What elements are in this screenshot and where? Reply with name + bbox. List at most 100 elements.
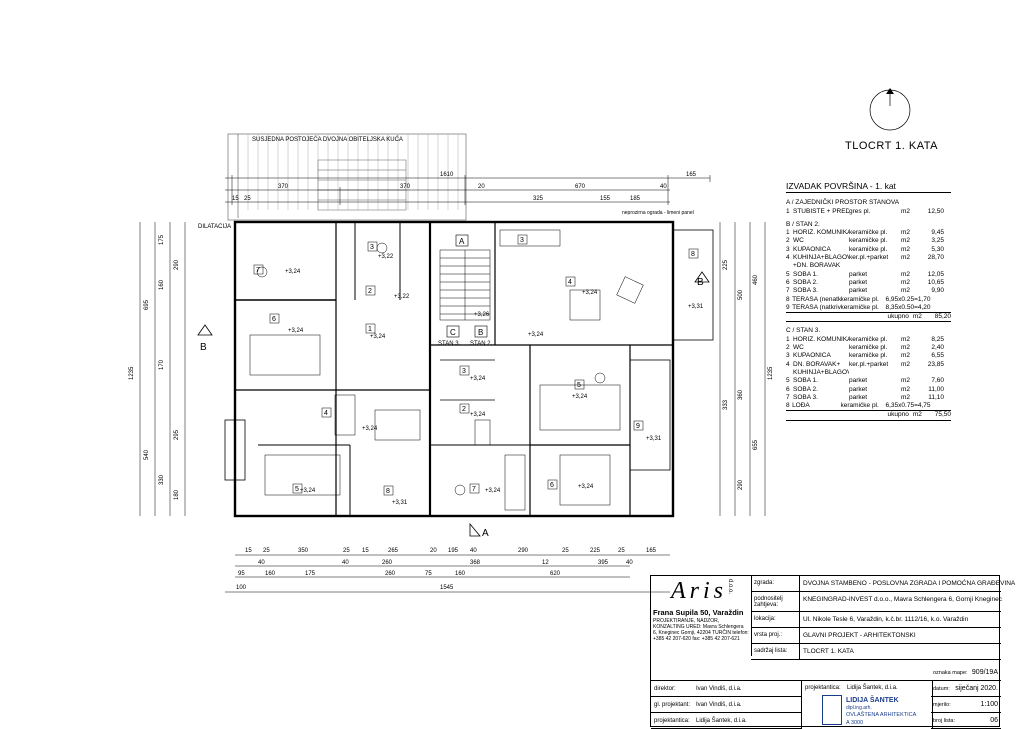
svg-text:+3,24: +3,24 xyxy=(370,334,386,340)
neighbour-label: SUSJEDNA POSTOJEĆA DVOJNA OBITELJSKA KUĆ… xyxy=(252,136,403,143)
schedule-section-title: B / STAN 2. xyxy=(786,220,820,228)
svg-text:25: 25 xyxy=(244,196,251,202)
svg-text:A: A xyxy=(482,528,489,539)
svg-text:2: 2 xyxy=(368,288,372,295)
svg-text:295: 295 xyxy=(174,429,180,440)
svg-text:12: 12 xyxy=(542,560,549,566)
svg-text:40: 40 xyxy=(342,560,349,566)
svg-text:6: 6 xyxy=(272,316,276,323)
svg-text:3: 3 xyxy=(370,244,374,251)
svg-text:+3,24: +3,24 xyxy=(300,488,316,494)
svg-text:40: 40 xyxy=(258,560,265,566)
svg-text:+3,24: +3,24 xyxy=(582,290,598,296)
svg-text:B: B xyxy=(478,328,483,337)
svg-text:100: 100 xyxy=(236,585,247,591)
dilatation-label: DILATACIJA xyxy=(198,224,231,230)
svg-text:+3,26: +3,26 xyxy=(474,312,490,318)
north-arrow-icon xyxy=(869,88,911,131)
svg-text:175: 175 xyxy=(159,234,165,245)
title-field: lokacija:Ul. Nikole Tesle 6, Varaždin, k… xyxy=(751,612,1001,628)
left-total: 1235 xyxy=(129,366,135,380)
svg-text:+3,31: +3,31 xyxy=(646,436,662,442)
svg-text:15: 15 xyxy=(362,548,369,554)
svg-text:175: 175 xyxy=(305,571,316,577)
company-logo: Aris d.o.o. Frana Supila 50, Varaždin PR… xyxy=(651,576,752,656)
stair-label-2: STAN 2. xyxy=(470,341,493,347)
svg-text:395: 395 xyxy=(598,560,609,566)
svg-text:3: 3 xyxy=(462,368,466,375)
svg-text:160: 160 xyxy=(265,571,276,577)
svg-text:95: 95 xyxy=(238,571,245,577)
company-details: PROJEKTIRANJE, NADZOR, KONZALTING URED: … xyxy=(653,618,749,642)
svg-text:20: 20 xyxy=(478,184,485,190)
svg-text:+3,24: +3,24 xyxy=(528,332,544,338)
svg-text:B: B xyxy=(200,342,207,353)
svg-text:+3,24: +3,24 xyxy=(285,269,301,275)
svg-text:+3,24: +3,24 xyxy=(578,484,594,490)
svg-text:20: 20 xyxy=(430,548,437,554)
svg-text:350: 350 xyxy=(298,548,309,554)
staircase xyxy=(439,249,491,321)
svg-text:+3,24: +3,24 xyxy=(485,488,501,494)
left-dimensions xyxy=(139,222,186,516)
svg-text:15: 15 xyxy=(245,548,252,554)
svg-text:+3,24: +3,24 xyxy=(470,376,486,382)
building-walls xyxy=(224,220,714,518)
right-total: 1235 xyxy=(768,366,774,380)
signature-area: direktor:Ivan Vindiš, d.i.a.gl. projekta… xyxy=(651,669,1001,729)
svg-text:15: 15 xyxy=(232,196,239,202)
svg-text:40: 40 xyxy=(470,548,477,554)
svg-text:+3,31: +3,31 xyxy=(392,500,408,506)
stamp-icon xyxy=(822,695,842,725)
title-field: vrsta proj.:GLAVNI PROJEKT - ARHITEKTONS… xyxy=(751,628,1001,644)
svg-text:540: 540 xyxy=(144,449,150,460)
svg-text:290: 290 xyxy=(174,259,180,270)
neighbour-house xyxy=(227,133,467,221)
furniture xyxy=(249,229,644,511)
svg-text:+3,24: +3,24 xyxy=(288,328,304,334)
svg-text:620: 620 xyxy=(550,571,561,577)
svg-text:40: 40 xyxy=(626,560,633,566)
level-marks: +3,24 +3,24 +3,24 +3,22 +3,22 +3,26 +3,2… xyxy=(285,254,704,506)
svg-text:370: 370 xyxy=(278,184,289,190)
svg-text:290: 290 xyxy=(738,479,744,490)
room-numbers: 7 6 1 3 2 4 3 8 5 6 9 3 2 7 4 5 8 xyxy=(253,234,699,496)
svg-text:4: 4 xyxy=(568,279,572,286)
svg-text:460: 460 xyxy=(753,274,759,285)
svg-text:165: 165 xyxy=(646,548,657,554)
svg-text:9: 9 xyxy=(636,423,640,430)
svg-text:+3,22: +3,22 xyxy=(394,294,410,300)
svg-text:195: 195 xyxy=(448,548,459,554)
svg-text:25: 25 xyxy=(562,548,569,554)
signature-row: gl. projektant:Ivan Vindiš, d.i.a. xyxy=(651,697,801,713)
meta-field: datum:siječanj 2020. xyxy=(931,681,1001,697)
svg-text:2: 2 xyxy=(462,406,466,413)
meta-field: oznaka mape:909/19A xyxy=(931,665,1001,681)
svg-text:165: 165 xyxy=(686,172,697,178)
svg-text:360: 360 xyxy=(738,389,744,400)
svg-text:25: 25 xyxy=(618,548,625,554)
drawing-title: TLOCRT 1. KATA xyxy=(845,140,938,152)
meta-field: broj lista:06 xyxy=(931,713,1001,729)
section-marks: B B A xyxy=(197,271,710,539)
svg-text:670: 670 xyxy=(575,184,586,190)
svg-text:40: 40 xyxy=(660,184,667,190)
title-field: podnositelj zahtjeva:KNEGINGRAD-INVEST d… xyxy=(751,592,1002,612)
svg-text:7: 7 xyxy=(472,486,476,493)
svg-text:8: 8 xyxy=(691,251,695,258)
svg-text:655: 655 xyxy=(753,439,759,450)
svg-text:325: 325 xyxy=(533,196,544,202)
